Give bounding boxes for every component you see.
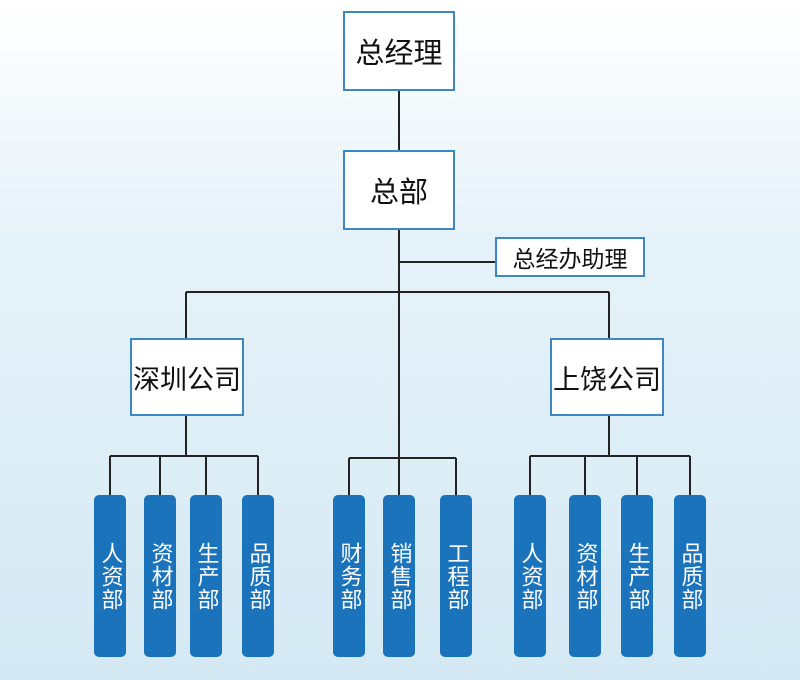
department-label: 生产部 <box>193 541 219 611</box>
assistant-box: 总经办助理 <box>495 237 645 277</box>
department-label: 人资部 <box>97 541 123 611</box>
shenzhen-dept-quality: 品质部 <box>242 495 274 657</box>
general-manager-label: 总经理 <box>355 36 443 70</box>
shangrao-dept-hr: 人资部 <box>514 495 546 657</box>
general-manager-box: 总经理 <box>343 11 455 91</box>
shenzhen-company-label: 深圳公司 <box>133 364 241 396</box>
department-label: 生产部 <box>624 541 650 611</box>
hq-dept-sales: 销售部 <box>383 495 415 657</box>
shenzhen-dept-materials: 资材部 <box>144 495 176 657</box>
department-label: 销售部 <box>386 541 412 611</box>
shenzhen-company-box: 深圳公司 <box>130 338 244 416</box>
shangrao-company-label: 上饶公司 <box>553 364 661 396</box>
hq-dept-finance: 财务部 <box>333 495 365 657</box>
assistant-label: 总经办助理 <box>512 247 628 273</box>
department-label: 资材部 <box>147 541 173 611</box>
department-label: 资材部 <box>572 541 598 611</box>
hq-dept-engineering: 工程部 <box>440 495 472 657</box>
shangrao-dept-materials: 资材部 <box>569 495 601 657</box>
headquarters-label: 总部 <box>369 175 428 209</box>
shangrao-company-box: 上饶公司 <box>550 338 664 416</box>
department-label: 人资部 <box>517 541 543 611</box>
department-label: 品质部 <box>677 541 703 611</box>
shenzhen-dept-production: 生产部 <box>190 495 222 657</box>
shangrao-dept-quality: 品质部 <box>674 495 706 657</box>
department-label: 品质部 <box>245 541 271 611</box>
department-label: 财务部 <box>336 541 362 611</box>
shangrao-dept-production: 生产部 <box>621 495 653 657</box>
headquarters-box: 总部 <box>343 150 455 230</box>
department-label: 工程部 <box>443 541 469 611</box>
shenzhen-dept-hr: 人资部 <box>94 495 126 657</box>
